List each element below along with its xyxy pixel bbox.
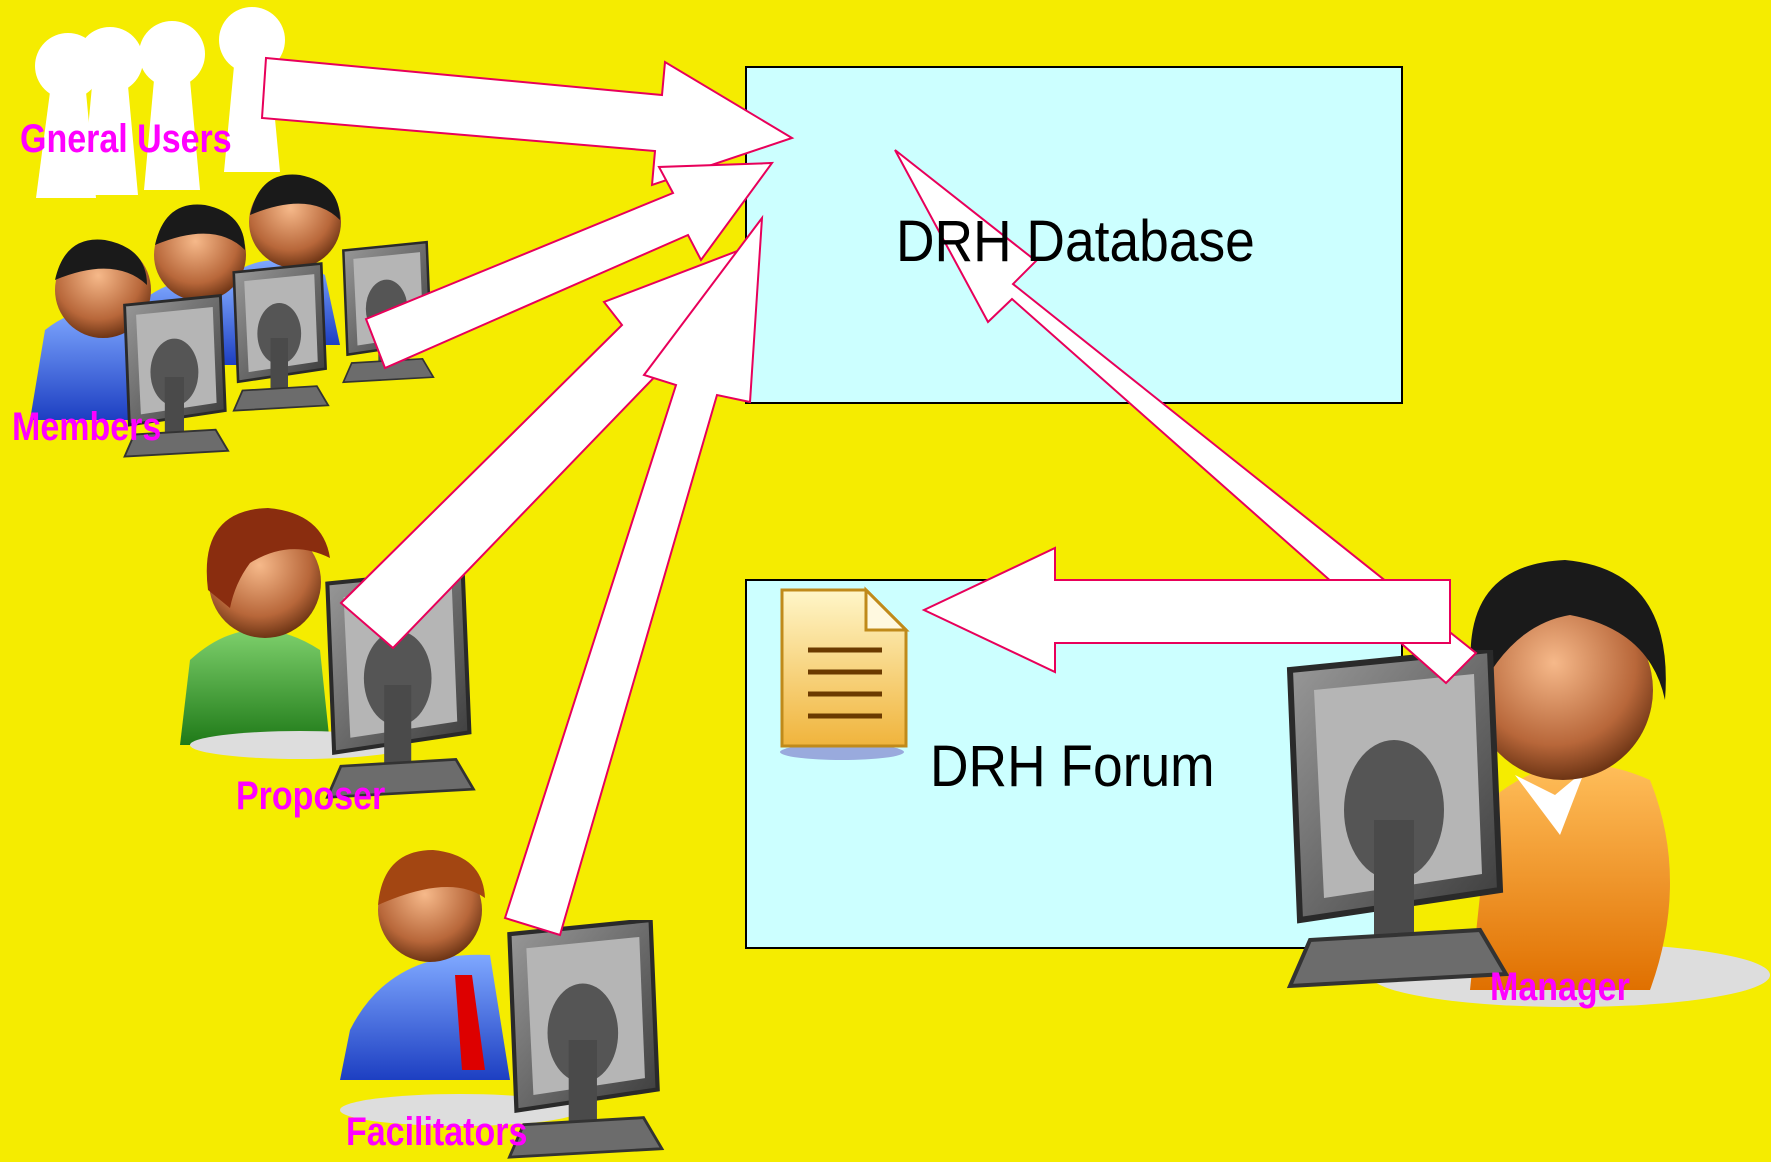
- general-users-label: Gneral Users: [20, 117, 232, 161]
- facilitators-label: Facilitators: [346, 1110, 528, 1154]
- members-figures: [30, 174, 435, 459]
- members-label: Members: [12, 405, 162, 449]
- proposer-label: Proposer: [236, 774, 386, 818]
- proposer-figure: [180, 508, 473, 797]
- document-icon: [780, 586, 910, 760]
- arrows: [260, 56, 1478, 937]
- general-users-figures: [35, 7, 285, 198]
- facilitators-figure: [340, 850, 662, 1157]
- database-label: DRH Database: [896, 209, 1255, 274]
- manager-figure: [1290, 560, 1770, 1007]
- arrow-manager-to-forum: [921, 546, 1451, 674]
- arrow-general-users-to-database: [260, 56, 795, 187]
- arrow-facilitators-to-database: [503, 214, 764, 937]
- arrow-members-to-database: [364, 161, 775, 370]
- forum-label: DRH Forum: [930, 734, 1215, 799]
- manager-label: Manager: [1490, 965, 1630, 1009]
